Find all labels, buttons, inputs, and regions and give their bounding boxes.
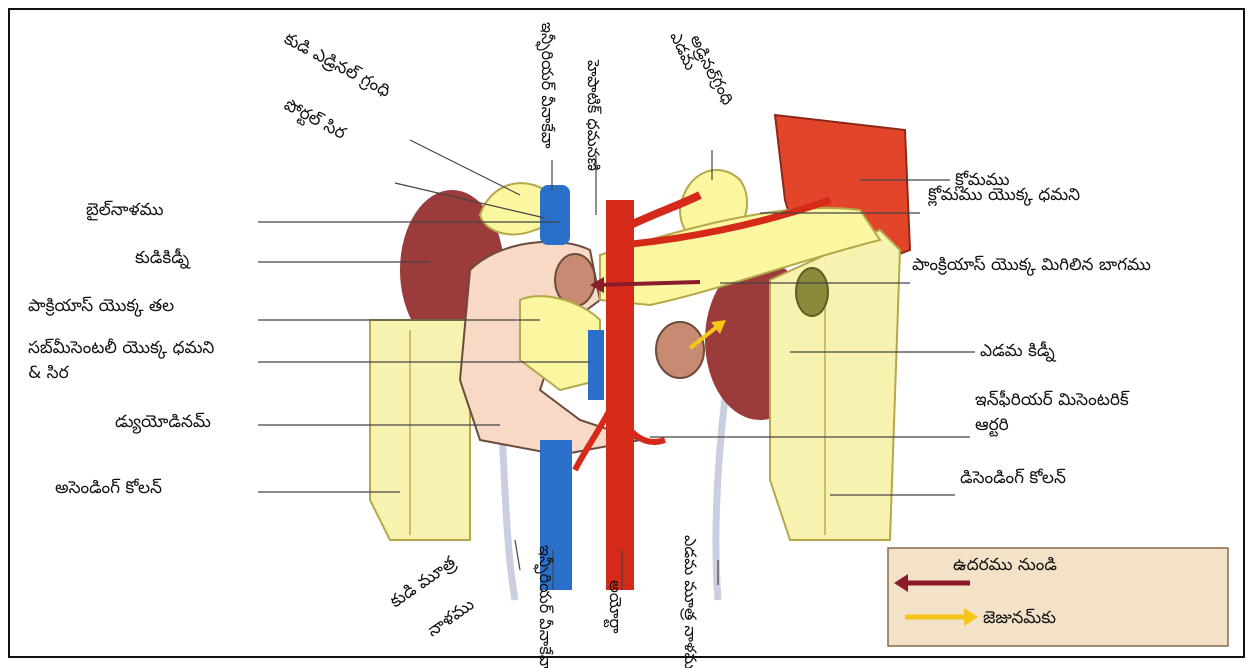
label-descending-colon: డిసెండింగ్ కోలన్ (960, 468, 1066, 488)
label-aorta: అయోర్టా (603, 580, 625, 634)
legend: ఉదరము నుండి జెజునమ్‌కు (888, 548, 1228, 646)
jejunum-opening (656, 322, 704, 378)
label-portal-vein: పోర్టల్ సిర (280, 95, 350, 146)
legend-to-jejunum: జెజునమ్‌కు (983, 608, 1056, 628)
legend-from-stomach: ఉదరము నుండి (953, 555, 1057, 575)
label-right-adrenal-gland: కుడి ఎడ్రినల్ గ్రంధి (281, 29, 394, 102)
ivc-upper (540, 185, 570, 245)
label-sup-mesenteric-line2: & సిర (28, 363, 70, 383)
label-right-ureter-line1: కుడి మూత్ర (386, 553, 459, 613)
ascending-colon-shape (370, 320, 470, 540)
label-hepatic-artery: హెపాటిక్ ధమనణి (584, 59, 603, 171)
label-right-kidney: కుడికిడ్నీ (135, 248, 191, 269)
label-inf-mesenteric-line1: ఇన్‌ఫీరియర్ మిసెంటరిక్ (975, 390, 1130, 410)
label-sup-mesenteric-line1: సబ్‌మీసెంటలీ యొక్క ధమని (28, 338, 214, 359)
transverse-colon-cut-left (796, 268, 828, 316)
descending-colon-shape (770, 230, 900, 540)
label-ivc-bottom: ఇన్ఫీరియర్ వీనాకేవా (533, 545, 555, 668)
label-splenic-artery: క్లోమము యొక్క ధమని (927, 185, 1080, 207)
label-left-ureter: ఎడమ మూత్ర నాళము (680, 535, 700, 668)
label-head-of-pancreas: పాక్రియాస్ యొక్క తల (28, 296, 174, 317)
label-ascending-colon: అసెండింగ్ కోలన్ (55, 478, 162, 498)
label-ivc-top: ఇన్ఫీరియర్ వీనాకేవా (535, 22, 557, 149)
label-duodenum: డ్యుయోడినమ్ (115, 412, 211, 434)
label-inf-mesenteric-line2: ఆర్టరి (975, 415, 1009, 437)
label-pancreas-body: పాంక్రియాస్ యొక్క మిగిలిన బాగము (912, 255, 1151, 276)
label-right-ureter-line2: నాళము (423, 594, 478, 641)
aorta-shape (606, 200, 634, 590)
legend-box (888, 548, 1228, 646)
label-bile-duct: బైల్‌నాళము (86, 200, 164, 221)
label-left-kidney: ఎడమ కిడ్నీ (980, 341, 1057, 362)
sup-mesenteric-vein (588, 330, 604, 400)
